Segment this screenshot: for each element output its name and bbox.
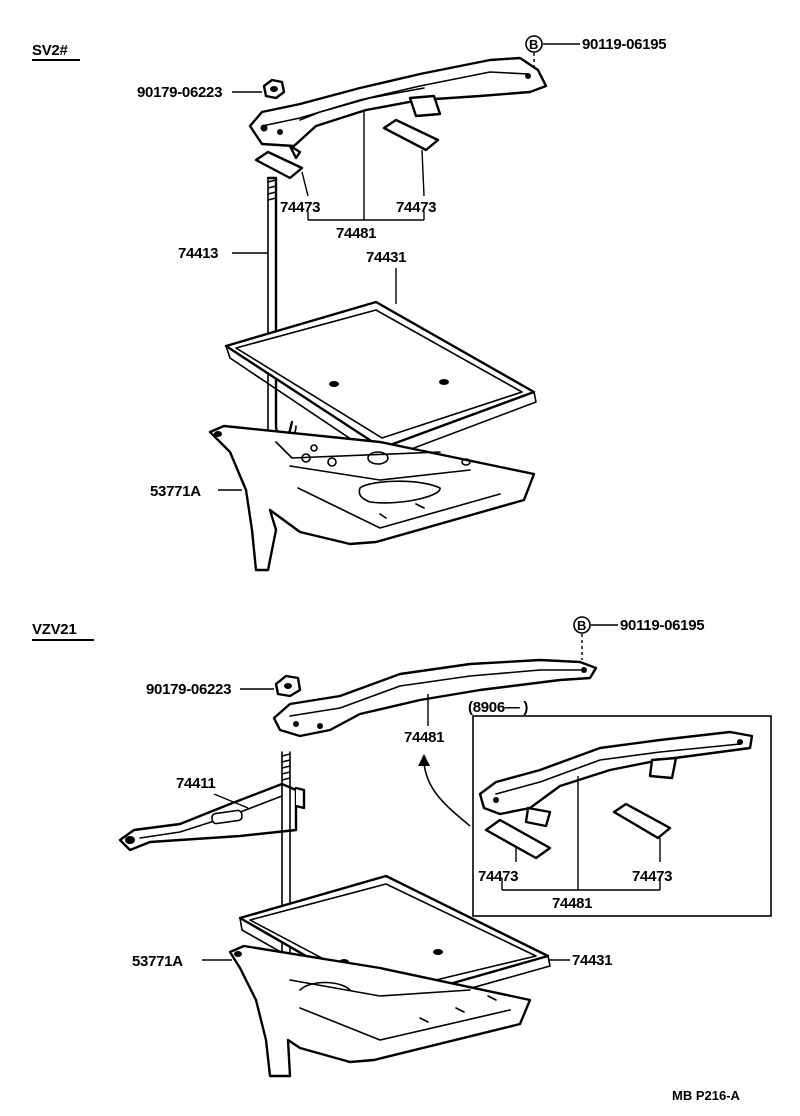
page-code: MB P216-A: [672, 1088, 741, 1103]
label-clamp: 74481: [404, 729, 444, 746]
inset-range-label: (8906— ): [468, 699, 528, 716]
label-bracket: 53771A: [132, 953, 183, 970]
arrow-head-icon: [418, 754, 430, 766]
stay-74411: [118, 782, 306, 852]
pad-left-74473: [254, 150, 304, 180]
inset-label-clamp: 74481: [552, 895, 592, 912]
label-bracket: 53771A: [150, 483, 201, 500]
label-pad-right: 74473: [396, 199, 436, 216]
label-tray: 74431: [366, 249, 406, 266]
label-nut: 90179-06223: [137, 84, 222, 101]
rod-74413: [266, 176, 297, 443]
model-label-vzv21: VZV21: [32, 621, 76, 638]
b-marker-letter: B: [577, 618, 586, 633]
nut-icon: [262, 78, 286, 100]
label-stay: 74411: [176, 775, 215, 792]
label-nut: 90179-06223: [146, 681, 231, 698]
clamp-74481: [248, 56, 548, 160]
section-vzv21: VZV21 B 90119-06195 90179-06223 74481: [32, 616, 772, 1078]
inset-label-pad-right: 74473: [632, 868, 672, 885]
inset-pad-right: [612, 802, 672, 840]
inset-pad-left: [484, 818, 552, 860]
label-tray: 74431: [572, 952, 612, 969]
label-bolt-b: 90119-06195: [620, 617, 704, 634]
b-marker-letter: B: [529, 37, 538, 52]
inset-arrow: [423, 761, 471, 827]
inset-box: (8906— ) 74473 74473 74481: [468, 699, 772, 917]
bracket-53771a: [228, 944, 532, 1078]
model-label-sv2: SV2#: [32, 42, 68, 59]
label-bolt-b: 90119-06195: [582, 36, 666, 53]
pad-right-74473: [382, 118, 440, 152]
section-sv2: SV2# B 90119-06195 90179-06223: [32, 35, 667, 572]
tray-74431: [224, 300, 537, 461]
label-rod: 74413: [178, 245, 218, 262]
nut-icon: [274, 674, 302, 698]
label-pad-left: 74473: [280, 199, 320, 216]
bolt-b-marker: B: [573, 616, 618, 660]
inset-label-pad-left: 74473: [478, 868, 518, 885]
label-clamp: 74481: [336, 225, 376, 242]
bracket-53771a: [208, 424, 536, 572]
clamp-74481: [272, 658, 598, 738]
